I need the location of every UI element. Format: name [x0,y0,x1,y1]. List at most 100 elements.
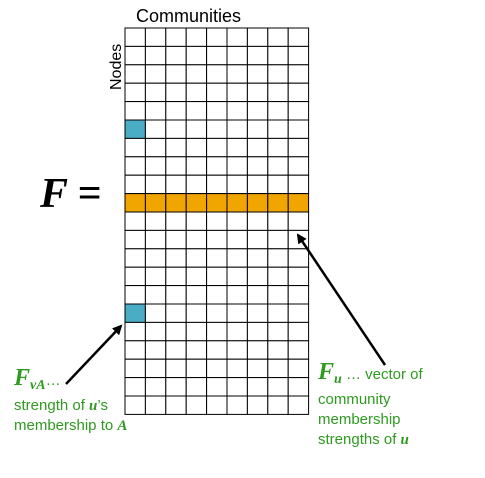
matrix-cell [246,211,269,231]
matrix-cell [226,156,248,176]
matrix-cell [287,45,310,66]
arrow-to-fu-row [296,233,387,366]
matrix-cell [165,321,187,342]
matrix-cell [124,174,146,195]
matrix-cell [226,377,248,397]
matrix-cell [206,377,228,397]
fu-line4-prefix: strengths of [318,431,401,448]
matrix-cell [165,358,187,379]
matrix-cell [124,321,146,342]
matrix-cell [185,119,208,139]
matrix-cell [246,340,269,360]
matrix-cell [144,266,167,287]
matrix-cell [267,45,289,66]
matrix-cell [124,285,146,305]
matrix-cell [246,377,269,397]
equals-sign: = [77,171,102,217]
matrix-cell [124,395,146,415]
matrix-cell [287,101,310,121]
nodes-axis-label: Nodes [108,43,125,90]
fva-subscript: vA [30,378,46,393]
matrix-cell [267,303,289,323]
matrix-cell [185,64,208,84]
matrix-cell [185,395,208,415]
matrix-cell [226,45,248,66]
matrix-cell [165,101,187,121]
matrix-cell [144,45,167,66]
matrix-cell [165,303,187,323]
matrix-cell [287,358,310,379]
matrix-cell [165,229,187,250]
matrix-cell [267,340,289,360]
matrix-cell [124,137,146,158]
matrix-cell [287,27,310,47]
matrix-cell [287,377,310,397]
matrix-cell [165,137,187,158]
matrix-cell [165,82,187,103]
matrix-cell [206,395,228,415]
fva-title: FvA… [14,365,127,396]
fu-ellipsis: … [341,366,366,383]
matrix-cell [144,340,167,360]
fva-annotation: FvA… strength of u’s membership to A [14,365,127,436]
matrix-cell [124,27,146,47]
fu-line4-var: u [400,432,409,448]
fva-symbol: F [14,365,31,391]
matrix-cell [206,174,228,195]
matrix-cell [206,340,228,360]
matrix-cell [185,285,208,305]
matrix-cell [185,45,208,66]
matrix-cell [226,248,248,268]
fva-line-2: strength of u’s [14,396,127,416]
matrix-cell [246,64,269,84]
matrix-cell [287,340,310,360]
matrix-cell [165,340,187,360]
matrix-cell [144,137,167,158]
matrix-cell [185,358,208,379]
matrix-cell [246,303,269,323]
matrix-cell [267,377,289,397]
highlighted-row-cell [206,193,228,213]
matrix-cell [185,82,208,103]
matrix-cell [287,64,310,84]
matrix-cell [226,119,248,139]
matrix-cell [124,211,146,231]
matrix-cell [226,27,248,47]
matrix-cell [267,27,289,47]
arrow-to-fva-cell [65,324,123,385]
matrix-cell [226,64,248,84]
matrix-cell [144,285,167,305]
matrix-cell [144,174,167,195]
matrix-cell [144,377,167,397]
matrix-cell [267,285,289,305]
matrix-cell [124,45,146,66]
matrix-cell [206,248,228,268]
matrix-cell [287,174,310,195]
matrix-cell [287,321,310,342]
matrix-cell [185,101,208,121]
fva-line3-prefix: membership to [14,417,118,434]
fu-annotation: Fu … vector of community membership stre… [318,360,423,450]
matrix-cell [246,266,269,287]
matrix-cell [185,174,208,195]
matrix-cell [206,211,228,231]
matrix-cell [246,248,269,268]
matrix-cell [185,156,208,176]
matrix-cell [165,119,187,139]
matrix-cell [226,137,248,158]
matrix-cell [246,137,269,158]
matrix-cell [124,101,146,121]
matrix-cell [287,266,310,287]
matrix-cell [246,156,269,176]
matrix-cell [124,358,146,379]
fu-line-2: community [318,391,391,408]
highlighted-row-cell [165,193,187,213]
matrix-cell [124,64,146,84]
matrix-cell [206,303,228,323]
matrix-cell [165,45,187,66]
matrix-cell [267,82,289,103]
matrix-cell [287,211,310,231]
matrix-cell [206,119,228,139]
matrix-cell [206,321,228,342]
matrix-cell [185,27,208,47]
